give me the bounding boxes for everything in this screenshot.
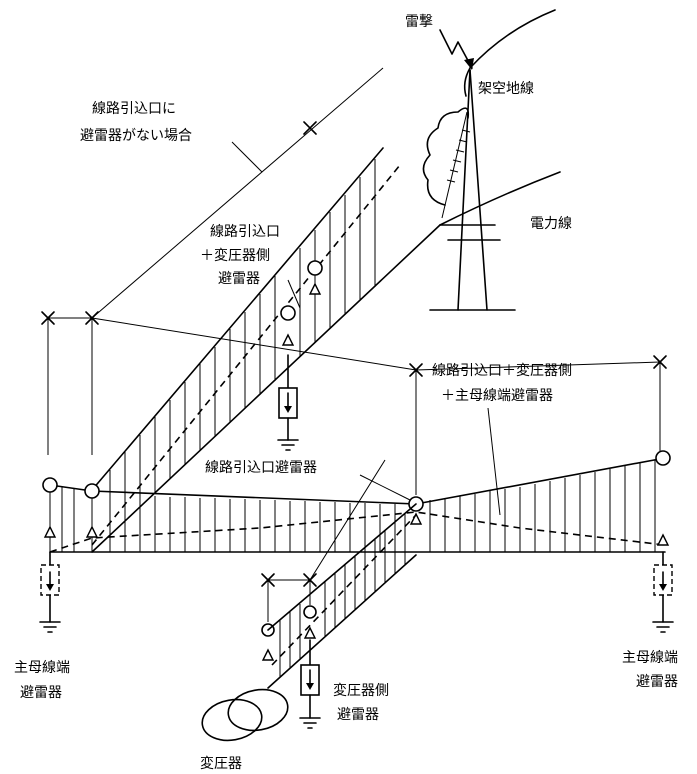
main-bus-right-label-1: 主母線端 xyxy=(622,650,678,666)
main-bus-left-label-1: 主母線端 xyxy=(14,660,70,676)
arrester-arrows xyxy=(43,282,670,661)
all-arresters-label-1: 線路引込口＋変圧器側 xyxy=(432,362,572,379)
leader-lines xyxy=(231,141,501,516)
transformer-arrester-label-1: 変圧器側 xyxy=(333,682,389,699)
incoming-line-dashed xyxy=(91,164,401,546)
transformer-label: 変圧器 xyxy=(200,755,242,772)
transformer-no-arrester-markers xyxy=(261,459,386,622)
incoming-line-upper xyxy=(91,147,384,491)
transformer-branch-lower xyxy=(267,554,417,689)
ground-wire xyxy=(469,9,556,69)
transformer-surge-hatching xyxy=(279,513,406,677)
transformer-arrester-label-2: 避雷器 xyxy=(337,707,379,723)
insulator-string xyxy=(441,111,471,219)
line-entrance-arrester xyxy=(277,354,299,451)
all-arresters-label-2: ＋主母線端避雷器 xyxy=(441,388,553,404)
transformer-symbol xyxy=(201,688,289,742)
bus-surge-dashed xyxy=(49,511,666,553)
lightning-bolt xyxy=(439,29,474,70)
incoming-line-lower xyxy=(91,224,441,553)
main-bus-right-label-2: 避雷器 xyxy=(636,674,678,690)
transformer-branch-upper xyxy=(267,503,417,631)
power-line-label: 電力線 xyxy=(530,216,572,232)
line-tr-label-3: 避雷器 xyxy=(218,271,260,287)
no-arrester-envelope xyxy=(47,67,661,495)
transformer-arrester xyxy=(299,639,321,729)
no-arrester-markers xyxy=(41,121,667,377)
main-bus-left-label-2: 避雷器 xyxy=(20,685,62,701)
power-line xyxy=(439,171,561,226)
left-bus-arrester xyxy=(39,551,61,633)
ground-wire-left xyxy=(463,67,471,97)
no-arrester-label-1: 線路引込口に xyxy=(92,101,176,117)
line-tr-label-2: ＋変圧器側 xyxy=(200,247,270,264)
right-bus-arrester xyxy=(652,551,674,633)
line-tr-label-1: 線路引込口 xyxy=(210,224,280,240)
surge-level-markers xyxy=(42,260,671,637)
transformer-branch-dashed xyxy=(271,514,417,666)
line-entrance-label: 線路引込口避雷器 xyxy=(205,460,317,476)
transmission-tower xyxy=(429,69,516,311)
no-arrester-label-2: 避雷器がない場合 xyxy=(80,128,192,144)
flashover-cloud xyxy=(422,107,470,206)
bus-surge-profile xyxy=(49,457,666,505)
line-surge-hatching xyxy=(109,159,376,535)
lightning-label: 雷撃 xyxy=(405,14,433,30)
ground-wire-label: 架空地線 xyxy=(478,81,534,97)
